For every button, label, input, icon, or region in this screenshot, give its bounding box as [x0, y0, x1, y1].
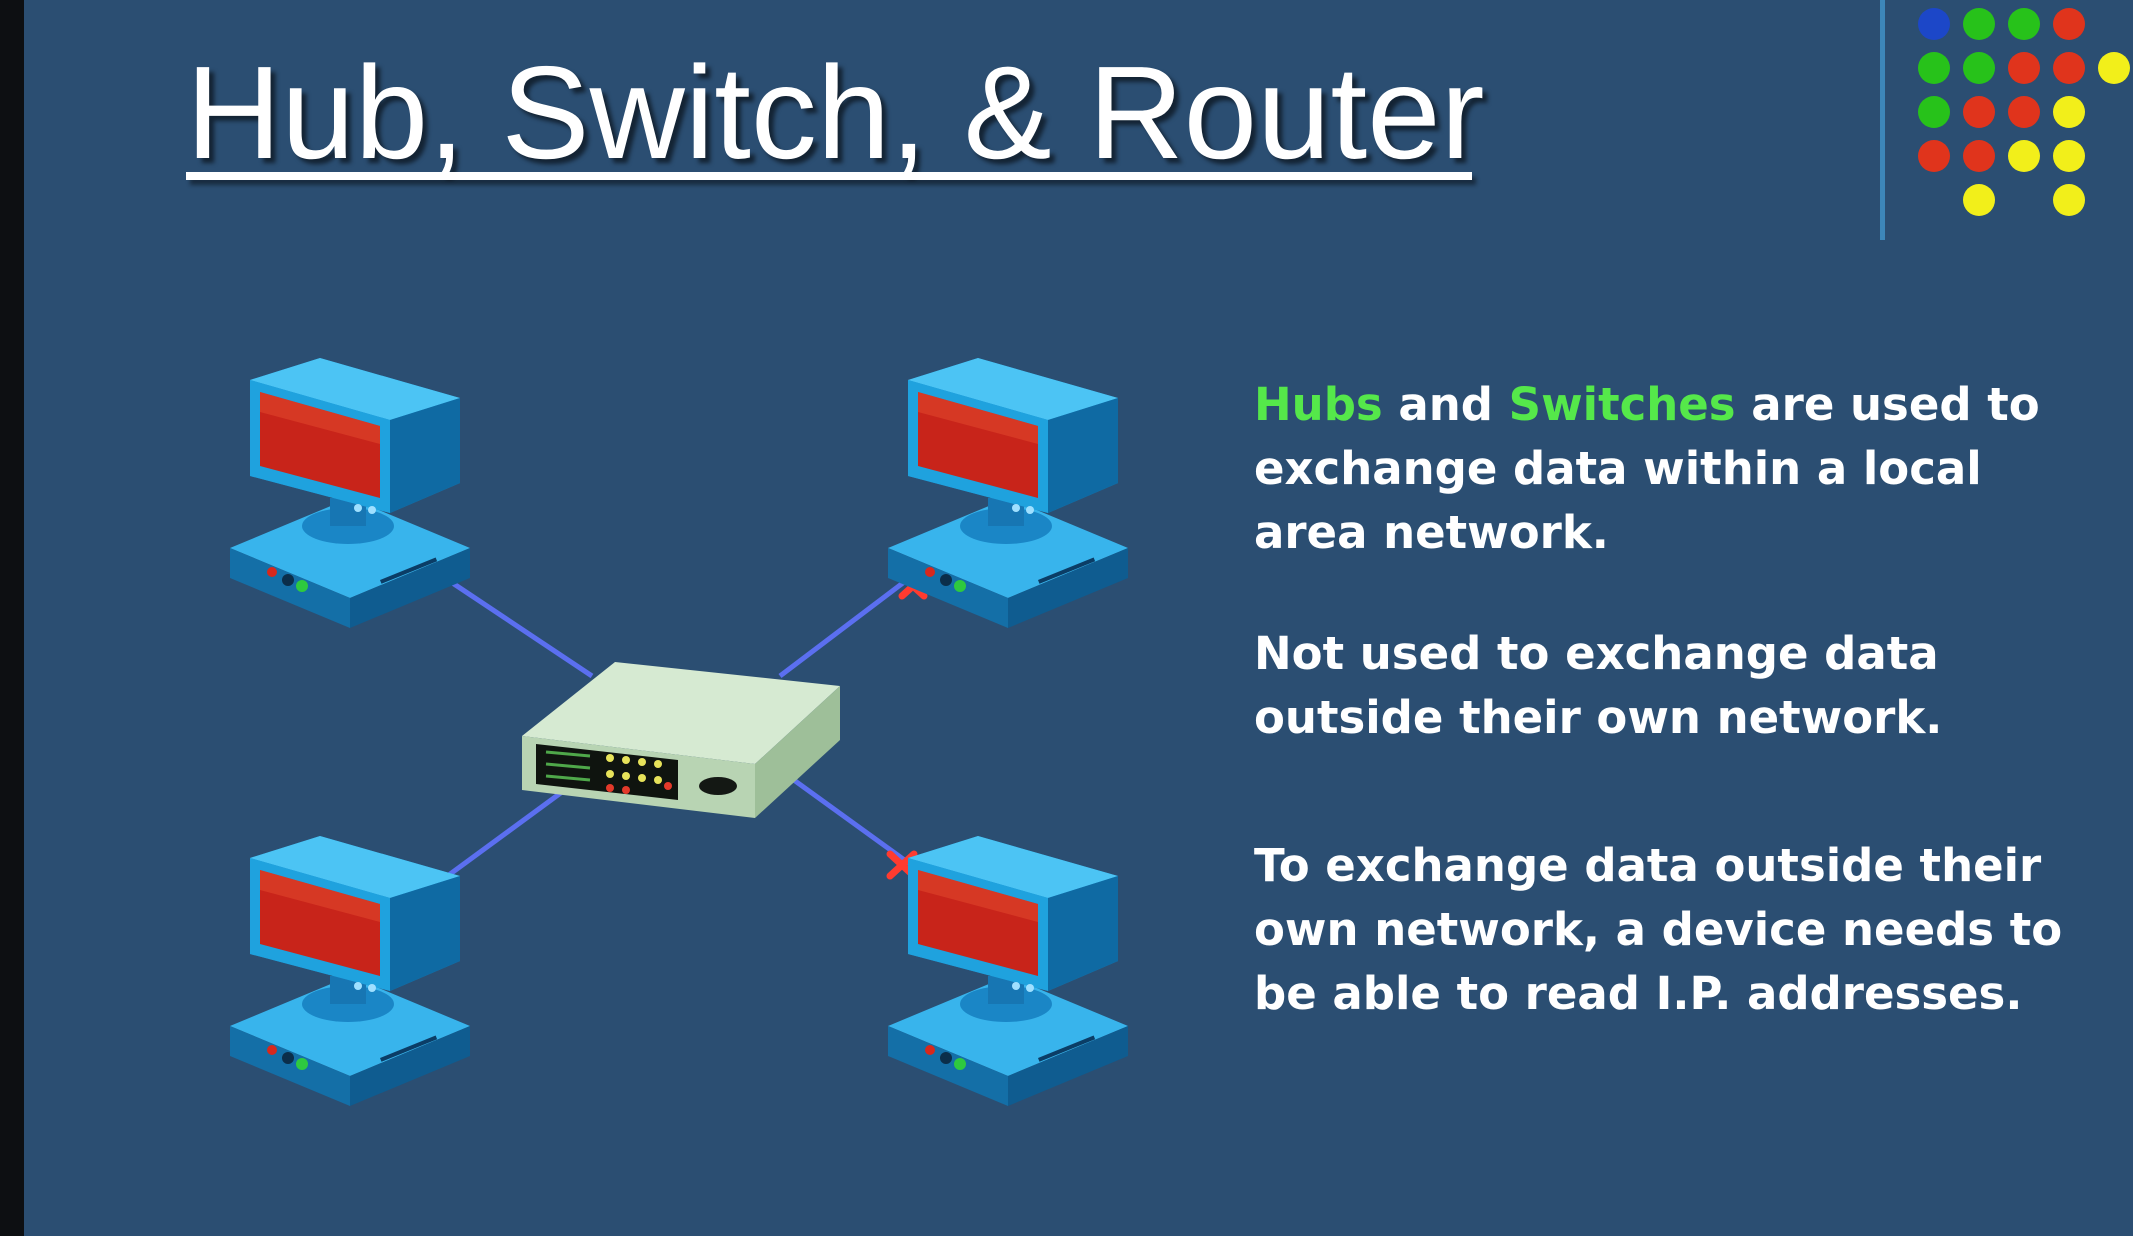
paragraph-rest: are used to exchange data within a local… — [1254, 378, 2040, 559]
computer-top-left — [230, 358, 470, 628]
paragraph-read-ip: To exchange data outside their own netwo… — [1254, 839, 2063, 1020]
decorative-dot — [2008, 8, 2040, 40]
network-diagram — [230, 358, 1128, 1106]
cable-top-left — [440, 573, 594, 679]
decorative-dot-grid — [1918, 8, 2130, 216]
decorative-dot — [2053, 8, 2085, 40]
decorative-dot — [2008, 52, 2040, 84]
decorative-dot — [1918, 140, 1950, 172]
decorative-dot — [2053, 96, 2085, 128]
cable-top-right — [778, 568, 922, 678]
decorative-dot — [2098, 52, 2130, 84]
decorative-dot — [1963, 184, 1995, 216]
highlight-hubs: Hubs — [1254, 378, 1383, 431]
decorative-dot — [2008, 96, 2040, 128]
computer-bottom-right — [888, 836, 1128, 1106]
text-panel: Hubs and Switches are used to exchange d… — [1254, 373, 2104, 1026]
left-edge-bar — [0, 0, 24, 1236]
title-underline — [186, 172, 1472, 180]
decorative-dot — [2008, 140, 2040, 172]
decorative-dot — [1918, 8, 1950, 40]
paragraph-hubs-switches: Hubs and Switches are used to exchange d… — [1254, 373, 2104, 565]
hub-switch-device — [522, 662, 840, 818]
cable-bottom-right — [778, 767, 912, 867]
corner-divider-line — [1880, 0, 1885, 240]
computer-top-right — [888, 358, 1128, 628]
decorative-dot — [2053, 140, 2085, 172]
computer-bottom-left — [230, 836, 470, 1106]
decorative-dot — [1918, 96, 1950, 128]
decorative-dot — [1963, 52, 1995, 84]
slide-title: Hub, Switch, & Router — [186, 39, 1485, 186]
decorative-dot — [2053, 52, 2085, 84]
decorative-dot — [1963, 8, 1995, 40]
decorative-dot — [1963, 140, 1995, 172]
paragraph-connector: and — [1382, 378, 1509, 431]
paragraph-not-used: Not used to exchange data outside their … — [1254, 627, 1943, 744]
highlight-switches: Switches — [1508, 378, 1736, 431]
decorative-dot — [1963, 96, 1995, 128]
decorative-dot — [2053, 184, 2085, 216]
decorative-dot — [1918, 52, 1950, 84]
